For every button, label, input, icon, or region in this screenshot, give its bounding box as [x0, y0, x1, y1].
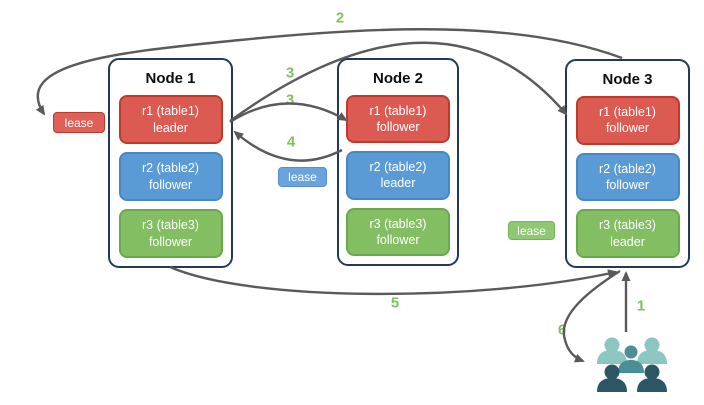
lease-badge-green: lease [508, 221, 555, 240]
replica-role: follower [376, 120, 420, 135]
node-title: Node 1 [145, 70, 196, 87]
replica-name: r3 (table3) [369, 216, 427, 231]
replica-name: r2 (table2) [599, 161, 656, 176]
replica-name: r2 (table2) [142, 161, 199, 176]
replica-name: r1 (table1) [599, 105, 656, 120]
replica-role: leader [610, 234, 645, 249]
replica-role: follower [605, 178, 650, 192]
node-title: Node 3 [602, 71, 653, 88]
node-box-3: Node 3 r1 (table1) follower r2 (table2) … [565, 59, 690, 268]
replica-name: r1 (table1) [142, 104, 199, 119]
arrow-step6 [562, 269, 621, 363]
replica-r3-table3: r3 (table3) follower [118, 209, 223, 258]
replica-role: follower [605, 121, 650, 136]
step-label-1: 1 [636, 297, 646, 315]
lease-badge-red: lease [53, 112, 105, 133]
replica-r2-table2: r2 (table2) leader [346, 151, 450, 200]
node-box-1: Node 1 r1 (table1) leader r2 (table2) fo… [108, 58, 233, 268]
replica-name: r3 (table3) [142, 218, 199, 233]
lease-badge-blue: lease [278, 167, 327, 187]
replica-role: follower [148, 234, 193, 249]
replica-role: follower [148, 177, 193, 192]
replica-name: r3 (table3) [599, 218, 656, 233]
replica-r1-table1: r1 (table1) follower [575, 96, 680, 145]
replica-name: r2 (table2) [369, 160, 427, 175]
replica-r2-table2: r2 (table2) follower [118, 152, 223, 201]
arrow-step5 [169, 265, 618, 296]
node-title: Node 2 [372, 70, 423, 87]
step-label-4: 4 [286, 133, 296, 151]
replica-role: leader [153, 120, 188, 135]
replica-r2-table2: r2 (table2) follower [575, 152, 680, 202]
step-label-5: 5 [390, 294, 400, 312]
users-icon [597, 337, 667, 392]
replica-role: leader [380, 176, 416, 191]
step-label-2: 2 [335, 9, 345, 27]
replica-name: r1 (table1) [369, 103, 427, 118]
replica-r1-table1: r1 (table1) follower [346, 95, 450, 144]
node-box-2: Node 2 r1 (table1) follower r2 (table2) … [337, 58, 459, 266]
replica-r3-table3: r3 (table3) leader [575, 209, 680, 259]
replica-r1-table1: r1 (table1) leader [118, 95, 223, 144]
replica-r3-table3: r3 (table3) follower [346, 207, 450, 256]
step-label-6: 6 [557, 321, 567, 339]
replica-role: follower [376, 232, 420, 247]
step-label-3a: 3 [285, 64, 295, 82]
step-label-3b: 3 [285, 91, 295, 109]
